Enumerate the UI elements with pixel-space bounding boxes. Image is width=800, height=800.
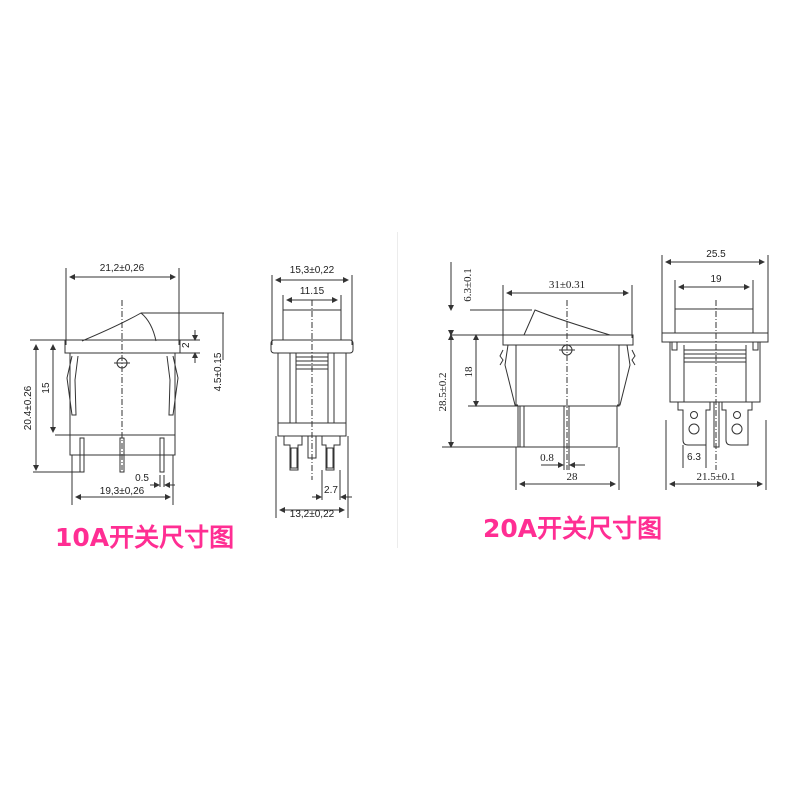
- dim-20a-side-outer: 25.5: [706, 249, 726, 260]
- dim-10a-side-bottom: 13,2±0,22: [290, 509, 335, 520]
- dim-20a-pin-width: 0.8: [540, 452, 554, 464]
- center-divider: [397, 232, 398, 548]
- switch-10a-side-view: [270, 275, 354, 518]
- switch-20a-front-labels: 6.3±0.1 31±0.31 18 28.5±0.2 0.8 28: [437, 268, 585, 483]
- dim-20a-terminal-width: 6.3: [687, 452, 701, 463]
- switch-20a-side-view: [661, 255, 769, 490]
- dim-20a-width-top: 31±0.31: [549, 279, 585, 291]
- dim-10a-side-inner: 11.15: [300, 286, 325, 297]
- dim-10a-total-height: 20.4±0.26: [23, 385, 34, 430]
- caption-10a: 10A开关尺寸图: [55, 523, 235, 552]
- dim-10a-pin-width: 0.5: [135, 473, 149, 484]
- switch-20a-front-view: [442, 262, 636, 490]
- caption-20a: 20A开关尺寸图: [483, 514, 663, 543]
- switch-10a-front-view: [30, 268, 224, 505]
- switch-10a-side-labels: 15,3±0,22 11.15 2.7 13,2±0,22: [290, 265, 339, 520]
- dim-10a-body-height: 15: [41, 382, 52, 394]
- dim-10a-width-top: 21,2±0,26: [100, 263, 145, 274]
- dim-10a-side-outer: 15,3±0,22: [290, 265, 335, 276]
- dim-20a-body-height: 18: [463, 366, 475, 378]
- dim-10a-rocker: 2: [181, 342, 192, 348]
- dim-20a-side-inner: 19: [710, 274, 722, 285]
- dim-20a-rocker-height: 6.3±0.1: [462, 268, 474, 302]
- dim-20a-width-bottom: 28: [567, 471, 579, 483]
- dim-10a-rocker-total: 4.5±0.15: [213, 352, 224, 391]
- switch-10a-front-labels: 21,2±0,26 2 4.5±0.15 20.4±0.26 15 0.5 19…: [23, 263, 224, 497]
- dim-20a-side-bottom: 21.5±0.1: [696, 471, 735, 483]
- switch-20a-side-labels: 25.5 19 6.3 21.5±0.1: [687, 249, 735, 483]
- dim-10a-width-bottom: 19,3±0,26: [100, 486, 145, 497]
- dim-20a-total-height: 28.5±0.2: [437, 372, 449, 411]
- dim-10a-pin-pitch: 2.7: [324, 485, 338, 496]
